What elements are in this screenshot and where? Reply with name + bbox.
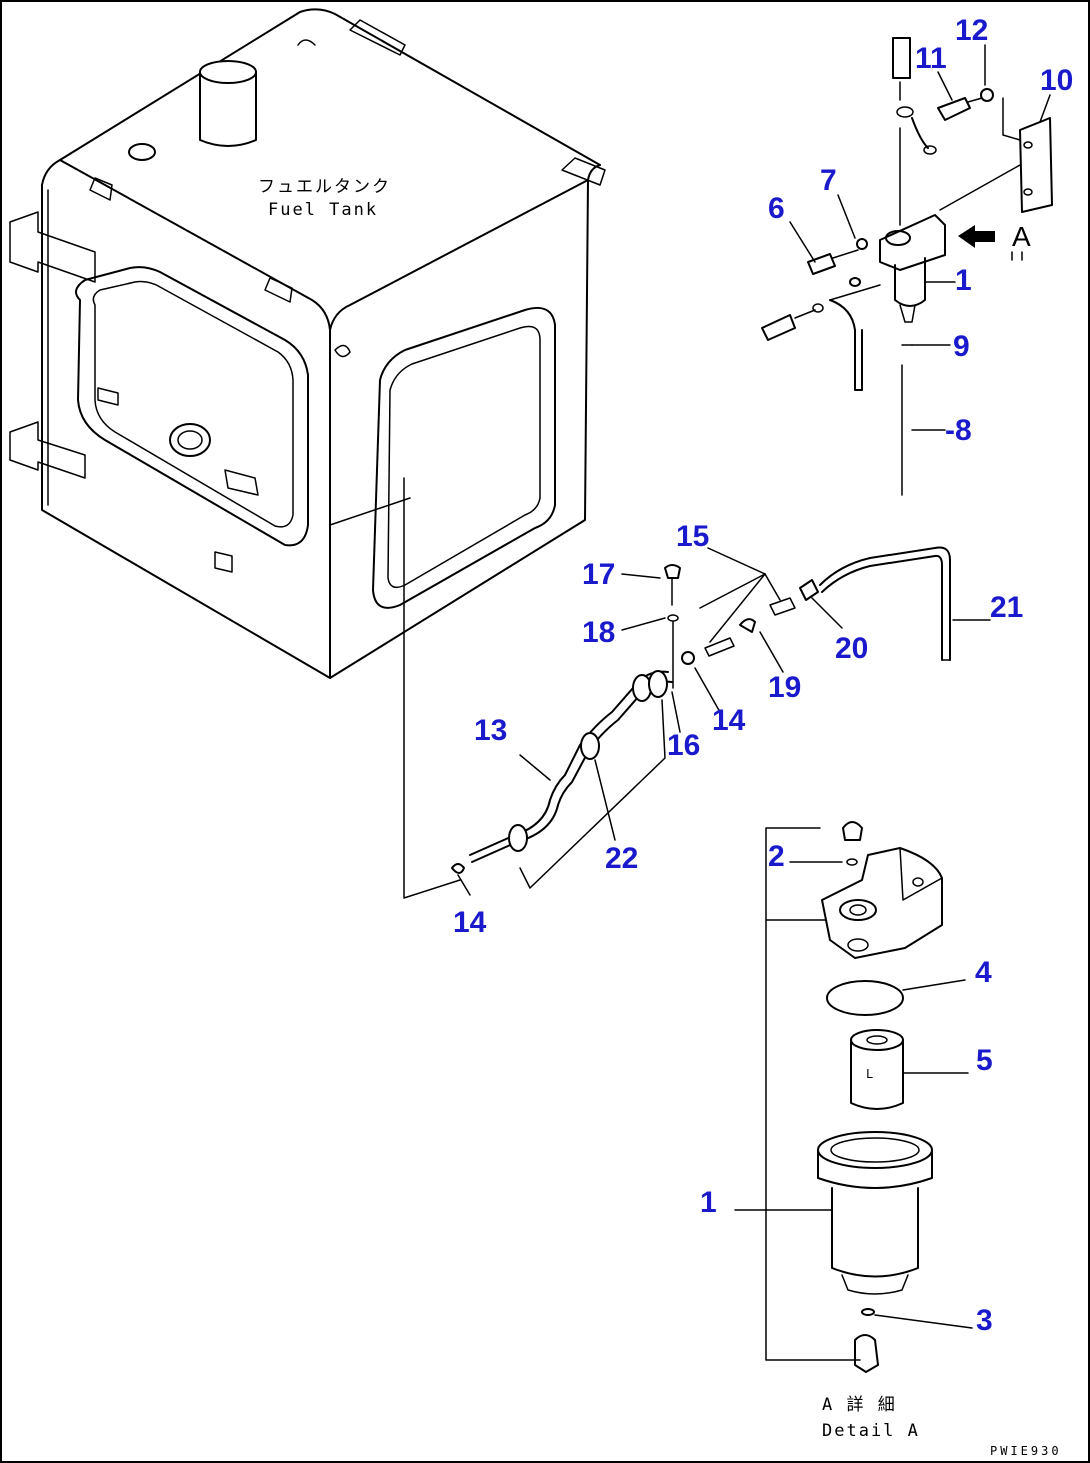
svg-text:L: L [866, 1067, 876, 1081]
callout-1-top: 1 [955, 264, 972, 297]
callout-9: 9 [953, 330, 970, 363]
callout-22: 22 [605, 842, 638, 875]
callout-1-bottom: 1 [700, 1186, 717, 1219]
filter-assembly-top: A [761, 37, 1053, 496]
callout-8: -8 [945, 414, 972, 447]
view-arrow-letter: A [1012, 221, 1031, 252]
detail-a-exploded: L A 詳 細 Detail A [734, 821, 973, 1441]
callout-19: 19 [768, 671, 801, 704]
callout-3: 3 [976, 1304, 993, 1337]
callout-6: 6 [768, 192, 785, 225]
callout-15: 15 [676, 520, 709, 553]
callout-14-upper: 14 [712, 704, 746, 737]
detail-label-jp: A 詳 細 [822, 1395, 897, 1415]
callout-leaders [457, 44, 1051, 896]
callout-21: 21 [990, 591, 1023, 624]
tank-leader-line [403, 477, 461, 899]
callout-numbers: 12 11 10 7 6 1 9 -8 15 17 21 18 20 19 14… [453, 14, 1073, 1337]
callout-16: 16 [667, 729, 700, 762]
callout-7: 7 [820, 164, 837, 197]
callout-13: 13 [474, 714, 507, 747]
callout-12: 12 [955, 14, 988, 47]
callout-5: 5 [976, 1044, 993, 1077]
callout-20: 20 [835, 632, 868, 665]
detail-label-en: Detail A [822, 1421, 920, 1441]
callout-2: 2 [768, 840, 785, 873]
callout-17: 17 [582, 558, 615, 591]
view-arrow-icon [958, 225, 995, 248]
callout-10: 10 [1040, 64, 1073, 97]
callout-11: 11 [915, 42, 947, 75]
callout-14-lower: 14 [453, 906, 487, 939]
drawing-code: PWIE930 [990, 1444, 1062, 1458]
callout-4: 4 [975, 956, 992, 989]
fuel-tank: フュエルタンク Fuel Tank [9, 8, 606, 679]
seal-ring [826, 980, 904, 1016]
tank-label-en: Fuel Tank [268, 200, 378, 220]
tank-label-jp: フュエルタンク [258, 177, 391, 197]
fuel-piping [451, 546, 951, 889]
callout-18: 18 [582, 616, 615, 649]
tank-port-line [329, 497, 411, 526]
